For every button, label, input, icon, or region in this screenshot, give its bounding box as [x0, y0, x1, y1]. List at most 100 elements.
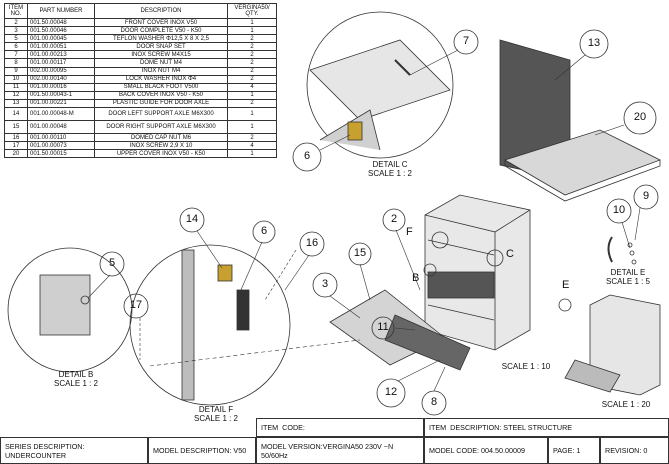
bom-description: DOOR SNAP SET: [94, 42, 228, 52]
bom-part-number: 001.50.00043-1: [27, 90, 95, 100]
bom-description: INOX NUT M4: [94, 66, 228, 76]
bom-qty: 1: [227, 149, 277, 159]
bom-qty: 2: [227, 74, 277, 84]
balloon-7: 7: [462, 35, 470, 47]
detail-b-title: DETAIL B: [58, 370, 94, 379]
model-version: MODEL VERSION:VERGINA50 230V ~N 50/60Hz: [261, 441, 396, 460]
bom-col-item: ITEM NO.: [4, 3, 28, 19]
view-letter-f: F: [406, 226, 413, 238]
series-description: SERIES DESCRIPTION: UNDERCOUNTER: [5, 441, 87, 460]
bom-description: INOX SCREW M4X15: [94, 50, 228, 60]
detail-c-title: DETAIL C: [372, 160, 408, 169]
bom-qty: 2: [227, 98, 277, 109]
bom-item-no: 10: [4, 74, 28, 84]
bom-item-no: 14: [4, 107, 28, 122]
bill-of-materials-table: ITEM NO. PART NUMBER DESCRIPTION VERGINA…: [4, 3, 277, 159]
bom-qty: 1: [227, 17, 277, 28]
detail-c-frame: [306, 11, 454, 159]
bom-description: BACK COVER INOX V50 - K50: [94, 90, 228, 100]
detail-e-title: DETAIL E: [610, 268, 646, 277]
detail-f-title: DETAIL F: [198, 405, 234, 414]
bom-part-number: 002.00.00140: [27, 74, 95, 84]
view-c-marker: [486, 249, 504, 267]
bom-description: INOX SCREW 2,9 X 10: [94, 141, 228, 151]
bom-item-no: 6: [4, 42, 28, 52]
bom-description: DOMED CAP NUT M6: [94, 133, 228, 143]
bom-part-number: 001.00.00051: [27, 42, 95, 52]
bom-qty: 1: [227, 107, 277, 122]
item-code-cell: ITEM CODE:: [256, 418, 424, 437]
balloon-15: 11: [377, 321, 389, 333]
balloon-5: 5: [108, 257, 116, 269]
bom-item-no: 11: [4, 82, 28, 92]
bom-col-qty: VERGINA50/ QTY.: [227, 3, 277, 19]
bom-part-number: 001.00.00110: [27, 133, 95, 143]
bom-description: DOME NUT M4: [94, 58, 228, 68]
item-description: ITEM DESCRIPTION: STEEL STRUCTURE: [429, 423, 573, 432]
bom-part-number: 001.00.00016: [27, 82, 95, 92]
bom-description: SMALL BLACK FOOT V500: [94, 82, 228, 92]
bom-description: DOOR RIGHT SUPPORT AXLE M6X300: [94, 120, 228, 135]
view-e-marker: [558, 298, 572, 312]
bom-item-no: 5: [4, 34, 28, 44]
view-f-marker: [431, 231, 449, 249]
balloon-13: 14: [185, 213, 199, 225]
item-description-cell: ITEM DESCRIPTION: STEEL STRUCTURE: [424, 418, 669, 437]
balloon-9: 9: [642, 190, 650, 202]
bom-part-number: 001.00.00048: [27, 120, 95, 135]
balloon-20: 20: [633, 111, 647, 123]
bom-qty: 4: [227, 82, 277, 92]
bom-qty: 4: [227, 141, 277, 151]
bom-part-number: 001.00.00045: [27, 34, 95, 44]
detail-f-scale: SCALE 1 : 2: [193, 414, 239, 423]
view-letter-c: C: [506, 248, 514, 260]
bom-qty: 2: [227, 66, 277, 76]
bom-part-number: 001.00.00213: [27, 50, 95, 60]
detail-e-scale: SCALE 1 : 5: [605, 277, 651, 286]
balloon-10: 10: [612, 204, 626, 216]
bom-item-no: 3: [4, 26, 28, 36]
bom-qty: 2: [227, 50, 277, 60]
bom-description: LOCK WASHER INOX Φ4: [94, 74, 228, 84]
balloon-12: 13: [587, 37, 601, 49]
bom-qty: 1: [227, 26, 277, 36]
model-description-cell: MODEL DESCRIPTION: V50: [148, 437, 256, 464]
bom-part-number: 001.50.00015: [27, 149, 95, 159]
detail-c-scale: SCALE 1 : 2: [367, 169, 413, 178]
bom-item-no: 20: [4, 149, 28, 159]
balloon-2: 2: [390, 213, 398, 225]
bom-qty: 2: [227, 133, 277, 143]
page-cell: PAGE: 1: [548, 437, 600, 464]
bom-part-number: 001.50.00048: [27, 17, 95, 28]
bom-item-no: 15: [4, 120, 28, 135]
bom-item-no: 12: [4, 90, 28, 100]
bom-header-row: ITEM NO. PART NUMBER DESCRIPTION VERGINA…: [4, 3, 277, 19]
bom-qty: 1: [227, 120, 277, 135]
bom-part-number: 001.00.00221: [27, 98, 95, 109]
detail-f-label: DETAIL F SCALE 1 : 2: [186, 405, 246, 423]
revision: REVISION: 0: [605, 446, 648, 455]
model-code-cell: MODEL CODE: 004.50.00009: [424, 437, 548, 464]
bom-item-no: 2: [4, 17, 28, 28]
balloon-3: 3: [321, 278, 329, 290]
balloon-16: 16: [305, 237, 319, 249]
bom-description: DOOR LEFT SUPPORT AXLE M6X300: [94, 107, 228, 122]
model-code: MODEL CODE: 004.50.00009: [429, 446, 526, 455]
item-code: ITEM CODE:: [261, 423, 305, 432]
bom-qty: 2: [227, 58, 277, 68]
